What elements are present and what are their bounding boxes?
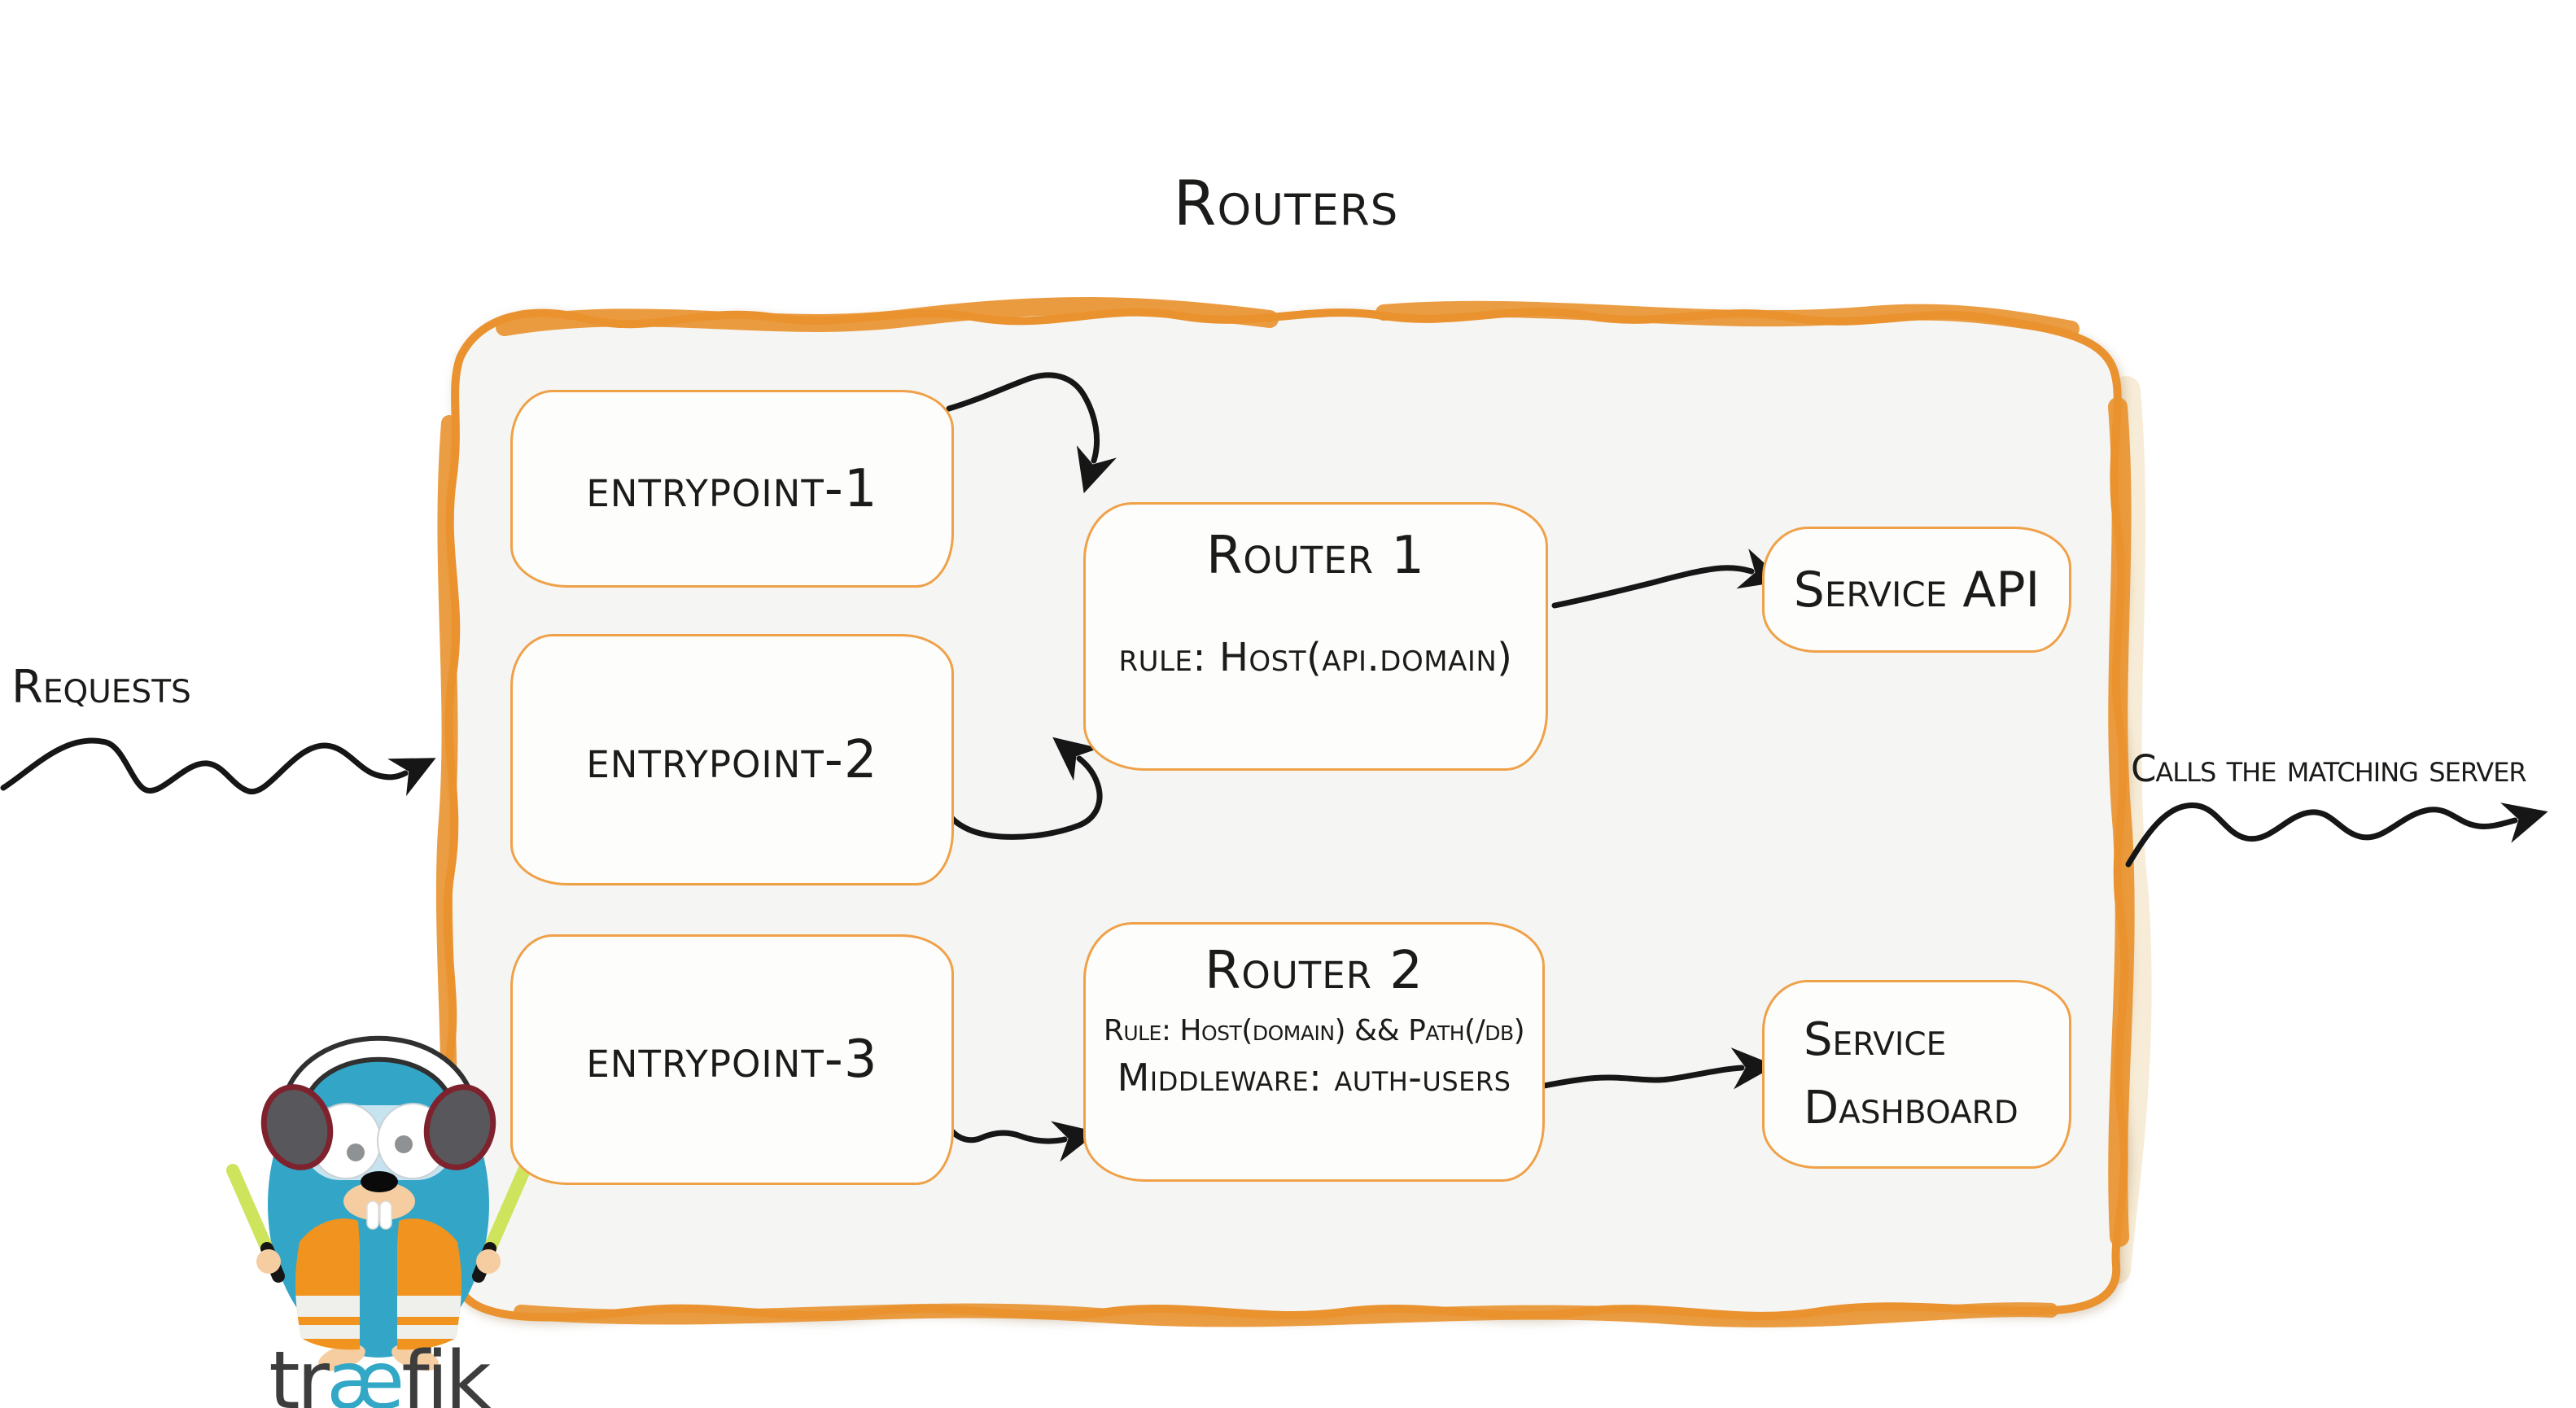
entrypoint-2-box: entrypoint-2	[510, 634, 954, 885]
gopher-right-foot	[391, 1344, 439, 1371]
router-2-box: Router 2 Rule: Host(domain) && Path(/db)…	[1083, 922, 1545, 1182]
traefik-wordmark: træfik	[269, 1335, 492, 1408]
entrypoint-3-label: entrypoint-3	[586, 1030, 878, 1090]
requests-label: Requests	[11, 661, 191, 714]
marshalling-batons	[226, 1164, 531, 1283]
traefik-logo: træfik	[226, 1035, 531, 1408]
service-dashboard-box: Service Dashboard	[1762, 980, 2071, 1169]
gopher-tooth	[379, 1200, 392, 1230]
entrypoint-3-box: entrypoint-3	[510, 934, 954, 1185]
entrypoint2-to-router1-arrow	[944, 737, 1103, 840]
headphones-right-cup	[423, 1084, 496, 1170]
calls-arrow	[2125, 802, 2548, 868]
router-1-box: Router 1 rule: Host(api.domain)	[1083, 502, 1548, 771]
router-1-name: Router 1	[1205, 526, 1426, 586]
gopher-nose	[361, 1171, 398, 1192]
service-api-box: Service API	[1762, 527, 2071, 653]
gopher-muzzle	[343, 1182, 415, 1221]
wordmark-fik: fik	[401, 1335, 492, 1408]
wordmark-tr: tr	[269, 1335, 330, 1408]
entrypoint1-to-router1-arrow	[946, 372, 1117, 494]
entrypoint-1-box: entrypoint-1	[510, 390, 954, 588]
requests-arrow	[0, 737, 436, 797]
gopher-left-foot	[318, 1344, 365, 1371]
diagram-title: Routers	[1173, 167, 1399, 239]
router-1-rule: rule: Host(api.domain)	[1118, 635, 1513, 680]
gopher-left-hand	[256, 1249, 281, 1274]
router1-to-service-api-arrow	[1551, 549, 1785, 609]
router-2-middleware: Middleware: auth-users	[1117, 1056, 1511, 1100]
router-2-name: Router 2	[1204, 941, 1424, 1001]
entrypoint-2-label: entrypoint-2	[586, 729, 878, 790]
gopher-right-hand	[476, 1249, 501, 1274]
gopher-right-pupil	[395, 1135, 413, 1153]
entrypoint-1-label: entrypoint-1	[586, 458, 878, 519]
service-dashboard-label-line2: Dashboard	[1804, 1082, 2018, 1135]
gopher-tooth	[366, 1200, 379, 1230]
wordmark-ae: æ	[326, 1335, 401, 1408]
router-2-rule: Rule: Host(domain) && Path(/db)	[1103, 1014, 1525, 1047]
calls-label: Calls the matching server	[2131, 747, 2527, 790]
gopher-left-pupil	[347, 1143, 365, 1161]
service-api-label: Service API	[1793, 561, 2040, 619]
entrypoint3-to-router2-arrow	[947, 1121, 1099, 1162]
service-dashboard-label-line1: Service	[1804, 1013, 1947, 1066]
headphones-left-cup	[260, 1084, 334, 1170]
headphones-band	[285, 1040, 472, 1109]
